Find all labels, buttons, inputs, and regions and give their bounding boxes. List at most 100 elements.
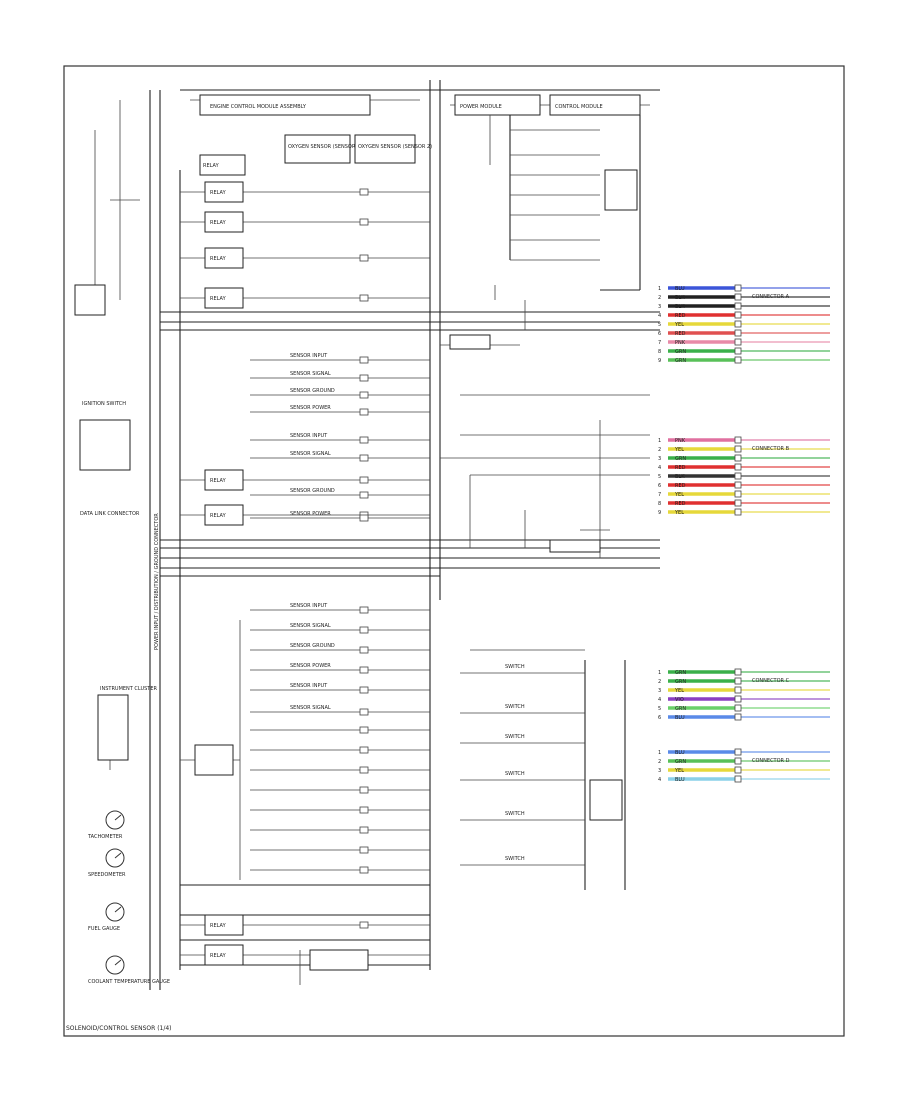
center-wire-label: SENSOR POWER — [290, 663, 331, 669]
connector-pin: 5 — [658, 322, 661, 328]
relay-label: RELAY — [210, 923, 227, 929]
control-module-label: ENGINE CONTROL MODULE ASSEMBLY — [210, 104, 307, 110]
connector-wire-code: RED — [675, 483, 686, 489]
right-module-1-label: POWER MODULE — [460, 104, 502, 110]
connector-name: CONNECTOR C — [752, 678, 790, 684]
connector-pin: 4 — [658, 777, 661, 783]
fuse-box-label: POWER INPUT / DISTRIBUTION / GROUND CONN… — [154, 513, 160, 650]
connector-wire-code: PNK — [675, 340, 686, 346]
connector-pin: 3 — [658, 768, 661, 774]
diagram-frame — [63, 65, 845, 1037]
relay-label: RELAY — [210, 190, 227, 196]
relay-label: RELAY — [210, 478, 227, 484]
connector-pin: 2 — [658, 759, 661, 765]
bus-lines — [160, 300, 660, 577]
connector-wire-code: GRN — [675, 679, 686, 685]
connector-pin: 6 — [658, 483, 661, 489]
connector-wire-code: GRN — [675, 358, 686, 364]
connector-wire-code: YEL — [674, 322, 684, 328]
center-wire-label: SENSOR INPUT — [290, 433, 328, 439]
connector-pin: 4 — [658, 313, 661, 319]
connector-pin: 9 — [658, 510, 661, 516]
connector-wire-code: RED — [675, 465, 686, 471]
right-switch-label: SWITCH — [505, 771, 525, 777]
connector-pin: 5 — [658, 706, 661, 712]
top-components: ENGINE CONTROL MODULE ASSEMBLY OXYGEN SE… — [199, 94, 641, 176]
center-wire-label: SENSOR INPUT — [290, 683, 328, 689]
connector-wire-code: BLU — [675, 715, 685, 721]
right-switch-label: SWITCH — [505, 734, 525, 740]
gauge-label: COOLANT TEMPERATURE GAUGE — [88, 979, 170, 985]
connector-pin: 3 — [658, 688, 661, 694]
connector-wire-code: GRN — [675, 759, 686, 765]
left-labels: IGNITION SWITCH DATA LINK CONNECTOR INST… — [74, 284, 158, 761]
relay-label: RELAY — [210, 953, 227, 959]
connector-wire-code: BLK — [675, 304, 685, 310]
connector-wire-code: VIO — [675, 697, 684, 703]
relay-box — [204, 247, 244, 269]
connector-pin: 1 — [658, 438, 661, 444]
connector-wire-code: PNK — [675, 438, 686, 444]
center-wire-label: SENSOR INPUT — [290, 603, 328, 609]
left-harness — [94, 80, 441, 990]
connector-wire-code: YEL — [674, 447, 684, 453]
center-wire-label: SENSOR GROUND — [290, 388, 335, 394]
center-wires: SENSOR INPUT SENSOR SIGNAL SENSOR GROUND SE… — [250, 353, 430, 874]
connector-wire-code: GRN — [675, 456, 686, 462]
connector-pin: 8 — [658, 349, 661, 355]
connector-wire-code: RED — [675, 313, 686, 319]
center-wire-label: SENSOR GROUND — [290, 643, 335, 649]
gauge-label: SPEEDOMETER — [88, 872, 126, 878]
relay-box — [204, 181, 244, 203]
connector-wire-code: GRN — [675, 706, 686, 712]
connector-wire-code: BLK — [675, 474, 685, 480]
center-wire-label: SENSOR SIGNAL — [290, 451, 331, 457]
center-wire-label: SENSOR INPUT — [290, 353, 328, 359]
connector-wire-code: GRN — [675, 349, 686, 355]
connector-pin: 7 — [658, 340, 661, 346]
right-switch-label: SWITCH — [505, 811, 525, 817]
center-wire-label: SENSOR GROUND — [290, 488, 335, 494]
connector-pin: 2 — [658, 679, 661, 685]
connector-wire-code: RED — [675, 501, 686, 507]
connector-wire-code: YEL — [674, 688, 684, 694]
connector-name: CONNECTOR B — [752, 446, 790, 452]
connector-wire-code: YEL — [674, 768, 684, 774]
relay-box — [204, 287, 244, 309]
connector-pin: 2 — [658, 447, 661, 453]
footer-label: SOLENOID/CONTROL SENSOR (1/4) — [66, 1025, 172, 1032]
center-wire-label: SENSOR SIGNAL — [290, 705, 331, 711]
relay-label: RELAY — [210, 256, 227, 262]
sensor-a-label: OXYGEN SENSOR (SENSOR 1) — [288, 144, 362, 150]
connector-wire-code: GRN — [675, 670, 686, 676]
center-wire-label: SENSOR POWER — [290, 511, 331, 517]
center-wire-label: SENSOR SIGNAL — [290, 623, 331, 629]
ignition-switch-label: IGNITION SWITCH — [82, 401, 126, 407]
left-lower — [180, 620, 430, 985]
sensor-c-label: RELAY — [203, 163, 220, 169]
right-module-2-label: CONTROL MODULE — [555, 104, 603, 110]
sensor-b-label: OXYGEN SENSOR (SENSOR 2) — [358, 144, 432, 150]
relay-label: RELAY — [210, 220, 227, 226]
connector-pin: 5 — [658, 474, 661, 480]
connector-pin: 8 — [658, 501, 661, 507]
connector-pin: 1 — [658, 750, 661, 756]
connector-wire-code: BLU — [675, 286, 685, 292]
center-wire-label: SENSOR POWER — [290, 405, 331, 411]
data-link-label: DATA LINK CONNECTOR — [80, 511, 140, 517]
relay-label: RELAY — [210, 296, 227, 302]
connector-wire-code: YEL — [674, 492, 684, 498]
connector-pin: 6 — [658, 715, 661, 721]
connector-wire-code: BLK — [675, 295, 685, 301]
connector-wire-code: YEL — [674, 510, 684, 516]
connector-pin: 3 — [658, 456, 661, 462]
connector-pin: 2 — [658, 295, 661, 301]
connector-pin: 1 — [658, 286, 661, 292]
right-switch-label: SWITCH — [505, 664, 525, 670]
instrument-label: INSTRUMENT CLUSTER — [100, 686, 158, 692]
